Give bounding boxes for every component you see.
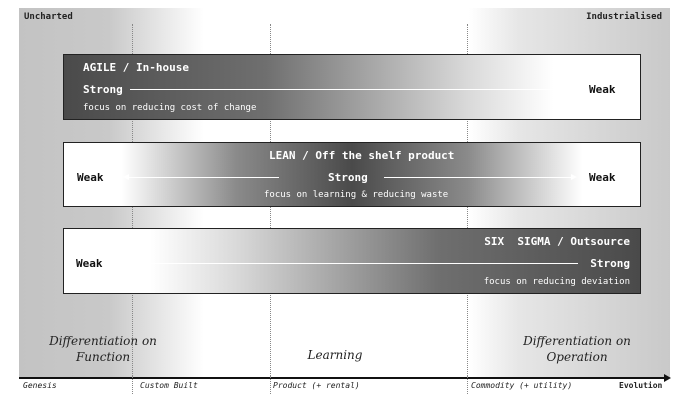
stage-genesis: Genesis	[23, 381, 57, 390]
lean-weak-left-label: Weak	[77, 171, 104, 184]
evolution-axis-label: Evolution	[619, 381, 663, 390]
six-sigma-description: focus on reducing deviation	[483, 277, 630, 287]
stage-product: Product (+ rental)	[273, 381, 360, 390]
six-sigma-arrow-left-head	[127, 260, 133, 266]
agile-arrow-line	[130, 89, 572, 90]
industrialised-label: Industrialised	[586, 12, 662, 22]
axis-tick-custom	[132, 376, 133, 394]
differentiation-on-operation-label: Differentiation on Operation	[523, 334, 631, 364]
agile-strong-label: Strong	[83, 83, 123, 96]
evolution-axis	[19, 377, 667, 379]
axis-tick-product	[270, 376, 271, 394]
stage-custom-built: Custom Built	[140, 381, 198, 390]
six-sigma-title: SIX SIGMA / Outsource	[484, 235, 630, 248]
learning-label: Learning	[307, 348, 363, 362]
agile-band: AGILE / In-house Strong Weak focus on re…	[63, 54, 641, 120]
uncharted-label: Uncharted	[24, 12, 73, 22]
six-sigma-strong-label: Strong	[590, 257, 630, 270]
agile-weak-label: Weak	[589, 83, 616, 96]
six-sigma-arrow-line	[133, 263, 578, 264]
six-sigma-weak-label: Weak	[76, 257, 103, 270]
six-sigma-band: SIX SIGMA / Outsource Weak Strong focus …	[63, 228, 641, 294]
agile-title: AGILE / In-house	[83, 61, 189, 74]
lean-arrow-right-line	[384, 177, 572, 178]
lean-weak-right-label: Weak	[589, 171, 616, 184]
stage-commodity: Commodity (+ utility)	[471, 381, 573, 390]
lean-band: LEAN / Off the shelf product Weak Strong…	[63, 142, 641, 207]
lean-title: LEAN / Off the shelf product	[269, 149, 455, 162]
differentiation-on-function-label: Differentiation on Function	[49, 334, 157, 364]
agile-description: focus on reducing cost of change	[83, 103, 257, 113]
evolution-axis-arrowhead	[664, 374, 671, 382]
agile-arrow-right-head	[571, 86, 577, 92]
lean-arrow-left-line	[129, 177, 279, 178]
lean-arrow-left-head	[123, 174, 129, 180]
axis-tick-commodity	[467, 376, 468, 394]
lean-description: focus on learning & reducing waste	[264, 190, 449, 200]
lean-arrow-right-head	[571, 174, 577, 180]
lean-strong-label: Strong	[328, 171, 368, 184]
